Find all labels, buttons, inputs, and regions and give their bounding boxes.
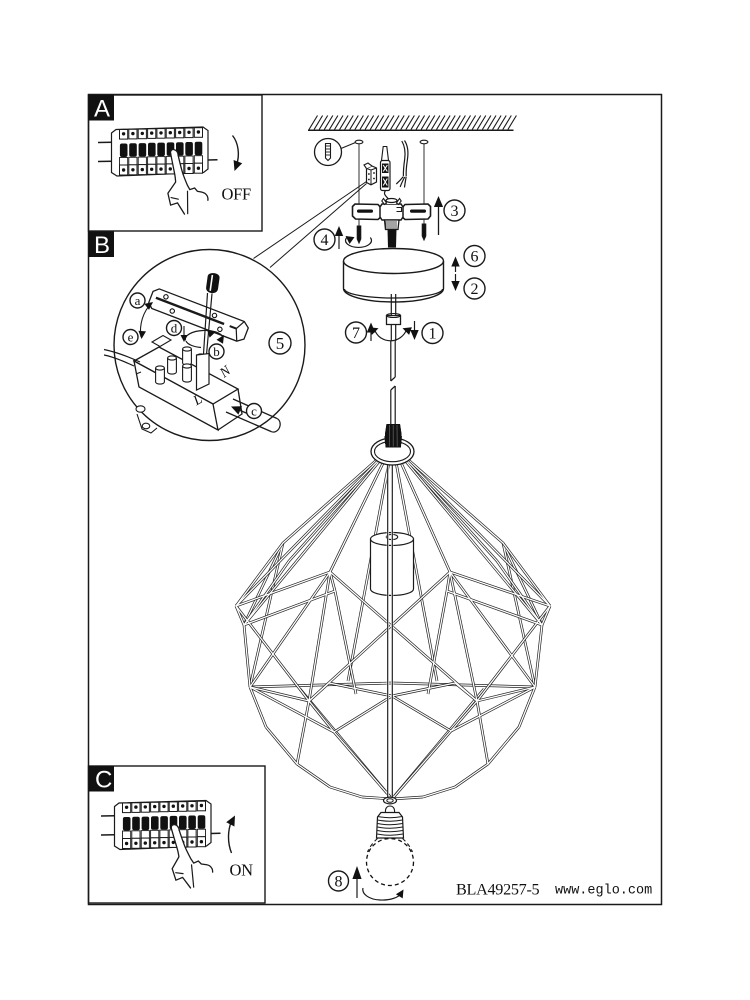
svg-text:c: c — [251, 404, 257, 419]
svg-text:3: 3 — [451, 203, 459, 220]
svg-text:4: 4 — [321, 232, 329, 249]
svg-text:B: B — [94, 232, 110, 259]
svg-text:b: b — [213, 344, 220, 359]
svg-text:OFF: OFF — [222, 185, 251, 204]
svg-text:1: 1 — [429, 326, 437, 343]
svg-text:5: 5 — [276, 334, 285, 353]
svg-text:8: 8 — [335, 874, 343, 891]
svg-text:A: A — [94, 96, 110, 123]
svg-text:www.eglo.com: www.eglo.com — [555, 884, 652, 899]
svg-text:d: d — [171, 321, 178, 336]
svg-text:BLA49257-5: BLA49257-5 — [456, 881, 540, 899]
svg-text:C: C — [95, 767, 112, 794]
svg-text:ON: ON — [230, 861, 254, 880]
svg-text:6: 6 — [471, 249, 479, 266]
svg-text:e: e — [128, 330, 134, 345]
svg-text:2: 2 — [471, 281, 479, 298]
svg-text:a: a — [135, 293, 141, 308]
svg-text:7: 7 — [352, 325, 360, 342]
